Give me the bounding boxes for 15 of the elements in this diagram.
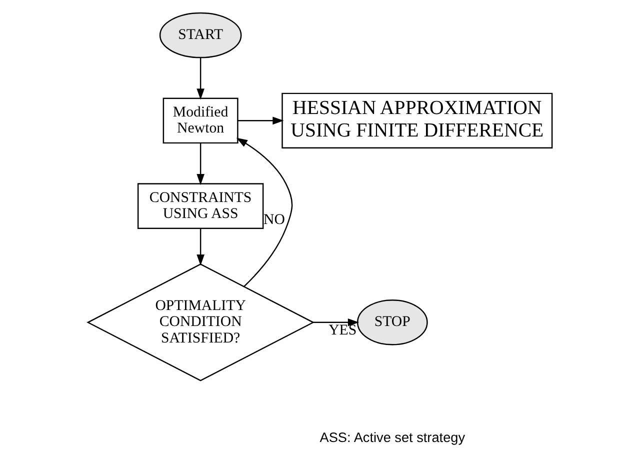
edge-label: YES	[328, 322, 357, 338]
edge-label: NO	[264, 212, 285, 228]
node-box: Modified Newton	[162, 98, 238, 144]
node-ellipse: STOP	[356, 300, 428, 346]
node-diamond: OPTIMALITY CONDITION SATISFIED?	[86, 264, 315, 382]
arrow	[238, 116, 284, 125]
arrow	[196, 143, 204, 186]
arrow	[236, 138, 293, 287]
node-box: CONSTRAINTS USING ASS	[137, 183, 264, 229]
arrow	[196, 58, 204, 100]
node-box: HESSIAN APPROXIMATION USING FINITE DIFFERENCE	[282, 92, 553, 149]
label: ASS: Active set strategy	[320, 430, 466, 446]
arrow	[313, 318, 360, 326]
node-ellipse: START	[159, 12, 242, 58]
arrow	[196, 228, 204, 266]
